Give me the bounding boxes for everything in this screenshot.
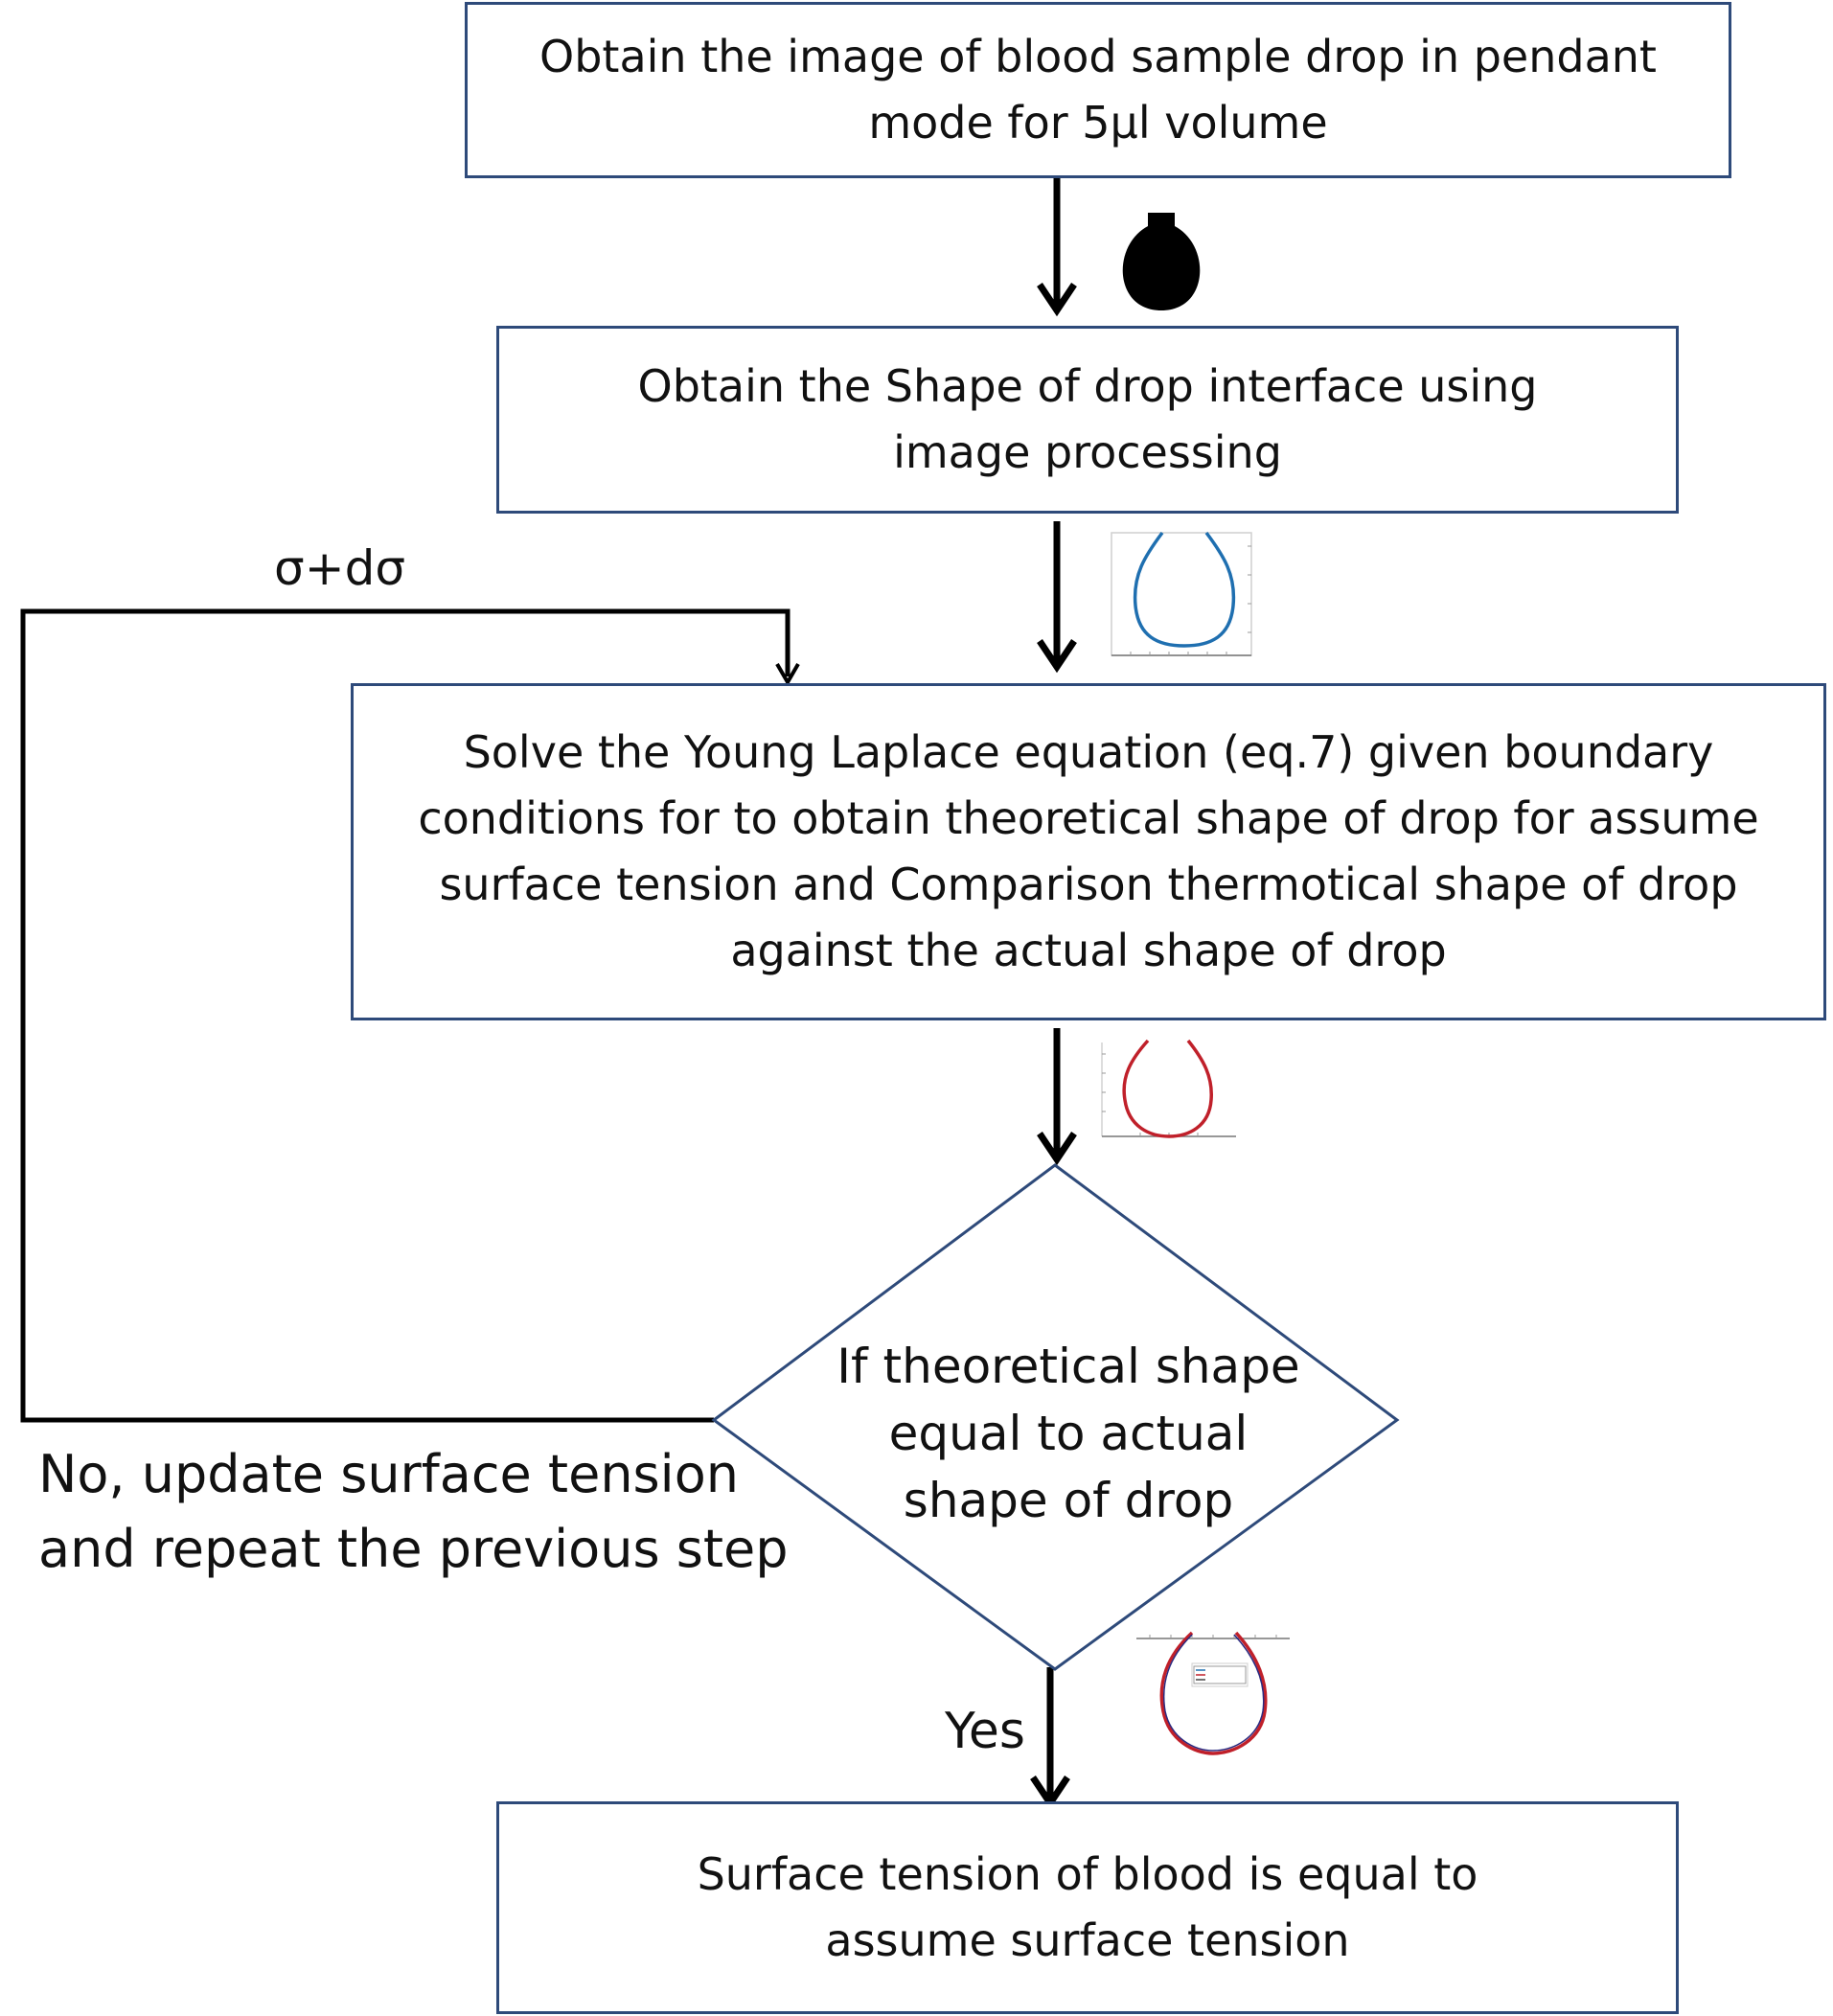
drop-profile-plot-comparison xyxy=(1136,1631,1290,1755)
drop-profile-plot-blue xyxy=(1111,531,1252,656)
step3-text: Solve the Young Laplace equation (eq.7) … xyxy=(418,726,1759,976)
loop-back-connector xyxy=(20,608,800,1423)
arrow-step2-to-step3 xyxy=(1037,521,1077,674)
decision-diamond xyxy=(711,1163,1400,1671)
step2-text: Obtain the Shape of drop interface using… xyxy=(637,360,1538,478)
loop-label: σ+dσ xyxy=(274,540,406,596)
step3-box: Solve the Young Laplace equation (eq.7) … xyxy=(351,683,1826,1020)
arrow-decision-to-step4 xyxy=(1030,1667,1070,1810)
step4-text: Surface tension of blood is equal to ass… xyxy=(697,1848,1478,1966)
step2-box: Obtain the Shape of drop interface using… xyxy=(496,326,1679,514)
arrow-step3-to-decision xyxy=(1037,1028,1077,1166)
arrow-step1-to-step2 xyxy=(1037,178,1077,317)
step4-box: Surface tension of blood is equal to ass… xyxy=(496,1801,1679,2014)
step1-box: Obtain the image of blood sample drop in… xyxy=(465,2,1731,178)
no-branch-label: No, update surface tension and repeat th… xyxy=(38,1444,789,1579)
drop-silhouette-icon xyxy=(1122,213,1201,310)
drop-profile-plot-red xyxy=(1101,1039,1236,1138)
step1-text: Obtain the image of blood sample drop in… xyxy=(539,31,1657,149)
yes-branch-label: Yes xyxy=(945,1703,1025,1760)
decision-text: If theoretical shape equal to actual sha… xyxy=(836,1339,1300,1528)
